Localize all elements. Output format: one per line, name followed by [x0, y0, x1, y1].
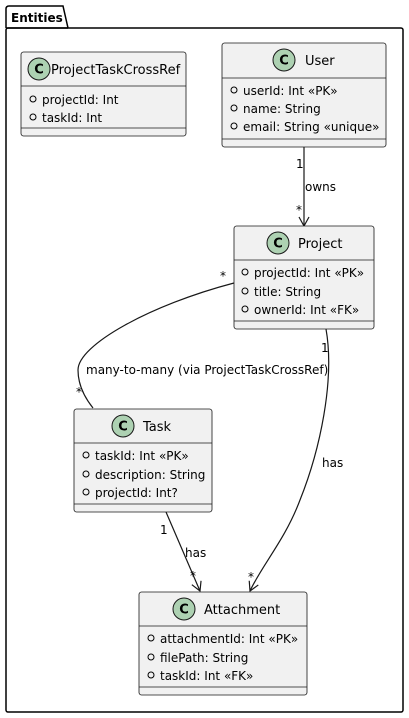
edge-many-to-many-from-mult: * — [220, 269, 226, 283]
attr-visibility-icon — [230, 104, 238, 112]
edge-project-has-line — [248, 328, 330, 593]
class-attribute: filePath: String — [160, 651, 248, 665]
class-attribute: taskId: Int «PK» — [95, 449, 189, 463]
edge-project-has-label: has — [322, 456, 343, 470]
edge-many-to-many-line — [77, 282, 235, 409]
edge-project-has: 1 has * — [248, 328, 343, 593]
edge-owns: 1 owns * — [296, 147, 336, 228]
class-stereotype-letter: C — [34, 63, 44, 78]
edge-task-has-from-mult: 1 — [160, 523, 168, 537]
class-attribute: description: String — [95, 468, 205, 482]
class-stereotype-icon — [111, 414, 135, 438]
class-stereotype-letter: C — [179, 603, 189, 618]
edge-owns-from-mult: 1 — [296, 157, 304, 171]
class-attribute: email: String «unique» — [243, 120, 379, 134]
class-projecttaskcrossref[interactable]: C ProjectTaskCrossRef projectId: Int tas… — [20, 51, 187, 137]
class-name: Project — [298, 237, 342, 252]
attr-visibility-icon — [82, 470, 90, 478]
class-box — [221, 42, 387, 148]
package-tab — [5, 5, 69, 29]
edge-task-has-label: has — [185, 546, 206, 560]
class-stereotype-letter: C — [273, 237, 283, 252]
package-title: Entities — [11, 11, 63, 25]
class-attribute: name: String — [243, 102, 321, 116]
class-name: ProjectTaskCrossRef — [51, 63, 181, 78]
class-stereotype-icon — [266, 231, 290, 255]
class-attribute: userId: Int «PK» — [243, 84, 338, 98]
class-box — [20, 51, 187, 137]
attr-visibility-icon — [29, 113, 37, 121]
class-attribute: projectId: Int? — [95, 486, 178, 500]
edge-task-has-line — [165, 511, 202, 593]
class-task[interactable]: C Task taskId: Int «PK» description: Str… — [73, 408, 213, 513]
edge-project-has-from-mult: 1 — [321, 341, 329, 355]
class-stereotype-letter: C — [118, 420, 128, 435]
class-user[interactable]: C User userId: Int «PK» name: String ema… — [221, 42, 387, 148]
class-stereotype-icon — [172, 597, 196, 621]
edge-owns-label: owns — [305, 180, 336, 194]
class-box — [233, 225, 375, 330]
attr-visibility-icon — [241, 268, 249, 276]
edge-many-to-many: * many-to-many (via ProjectTaskCrossRef)… — [76, 269, 328, 409]
class-attribute: title: String — [254, 285, 321, 299]
attr-visibility-icon — [230, 122, 238, 130]
attr-visibility-icon — [82, 488, 90, 496]
class-name: User — [305, 54, 335, 69]
attr-visibility-icon — [82, 451, 90, 459]
class-project[interactable]: C Project projectId: Int «PK» title: Str… — [233, 225, 375, 330]
attr-visibility-icon — [147, 653, 155, 661]
class-attribute: projectId: Int — [42, 93, 119, 107]
package-entities: Entities — [5, 5, 404, 713]
edge-task-has: 1 has * — [160, 511, 206, 593]
attr-visibility-icon — [230, 86, 238, 94]
edge-many-to-many-label: many-to-many (via ProjectTaskCrossRef) — [86, 363, 328, 377]
package-body — [5, 27, 404, 713]
class-stereotype-icon — [27, 57, 51, 81]
class-stereotype-letter: C — [279, 54, 289, 69]
attr-visibility-icon — [147, 634, 155, 642]
edge-task-has-to-mult: * — [190, 569, 196, 583]
class-box — [73, 408, 213, 513]
class-attribute: taskId: Int — [42, 111, 102, 125]
class-name: Attachment — [204, 603, 280, 618]
edge-project-has-to-mult: * — [248, 570, 254, 584]
class-attachment[interactable]: C Attachment attachmentId: Int «PK» file… — [138, 591, 308, 696]
class-attribute: attachmentId: Int «PK» — [160, 632, 298, 646]
edge-many-to-many-to-mult: * — [76, 385, 82, 399]
class-attribute: projectId: Int «PK» — [254, 266, 364, 280]
edge-owns-to-mult: * — [296, 203, 302, 217]
attr-visibility-icon — [241, 305, 249, 313]
attr-visibility-icon — [29, 95, 37, 103]
attr-visibility-icon — [147, 671, 155, 679]
class-attribute: taskId: Int «FK» — [160, 669, 253, 683]
class-attribute: ownerId: Int «FK» — [254, 303, 359, 317]
attr-visibility-icon — [241, 287, 249, 295]
edges: 1 owns * * many-to-many (via ProjectTask… — [76, 147, 343, 593]
class-stereotype-icon — [272, 48, 296, 72]
class-name: Task — [142, 420, 172, 435]
